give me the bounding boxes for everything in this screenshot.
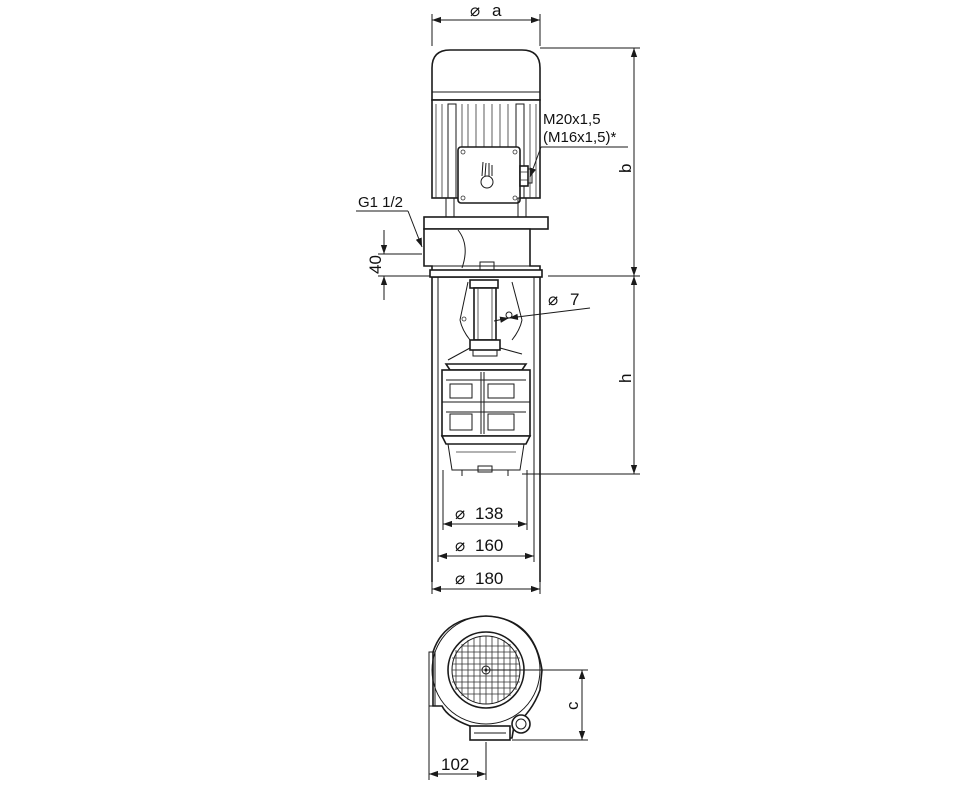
manufacturer-logo (480, 161, 494, 189)
connection-label: G1 1/2 (358, 194, 403, 211)
connection-callout: G1 1/2 (356, 194, 423, 248)
motor-flange (423, 216, 549, 230)
dimension-dia-138: ⌀ 138 (442, 504, 528, 530)
dim-h-label: h (616, 374, 635, 383)
dia-138-label: 138 (475, 504, 503, 523)
cable-gland-alt-label: (M16x1,5)* (543, 129, 617, 146)
dimension-102: 102 (428, 706, 487, 780)
top-view: c 102 (428, 615, 588, 780)
dim-40-label: 40 (366, 255, 385, 274)
vent-hole (505, 311, 513, 319)
dia-138-symbol: ⌀ (455, 504, 465, 524)
dia-7-symbol: ⌀ (548, 290, 558, 310)
motor-fan-cover (431, 49, 541, 101)
dia-a-symbol: ⌀ (470, 1, 480, 21)
dia-7-label: 7 (570, 290, 579, 309)
dimension-c: c (488, 669, 588, 741)
dim-102-label: 102 (441, 755, 469, 774)
dia-160-symbol: ⌀ (455, 536, 465, 556)
dim-c-label: c (563, 701, 582, 710)
cable-gland-callout: M20x1,5 (M16x1,5)* (529, 111, 628, 178)
dimension-dia-7: ⌀ 7 (493, 290, 591, 323)
top-view-cable-gland (511, 714, 531, 734)
cable-gland (519, 165, 529, 187)
dimension-40: 40 (366, 230, 430, 300)
side-view: ⌀ a b M20x1,5 (M16x1,5)* G1 1/2 (356, 1, 640, 594)
fan-grid (447, 631, 525, 709)
pump-tube (431, 277, 541, 582)
mounting-flange (429, 269, 543, 278)
dimension-dia-180: ⌀ 180 (431, 569, 541, 594)
dia-180-symbol: ⌀ (455, 569, 465, 589)
dia-a-label: a (492, 1, 502, 20)
dia-180-label: 180 (475, 569, 503, 588)
cable-gland-label: M20x1,5 (543, 111, 601, 128)
dimension-b: b (540, 47, 640, 277)
dimension-dia-a: ⌀ a (431, 1, 541, 46)
dimension-dia-160: ⌀ 160 (437, 536, 535, 562)
dim-b-label: b (616, 164, 635, 173)
pump-stages (440, 363, 532, 476)
motor-cooling-fins (435, 104, 537, 198)
pump-shaft (447, 279, 523, 361)
dia-160-label: 160 (475, 536, 503, 555)
dimension-h: h (522, 276, 640, 475)
